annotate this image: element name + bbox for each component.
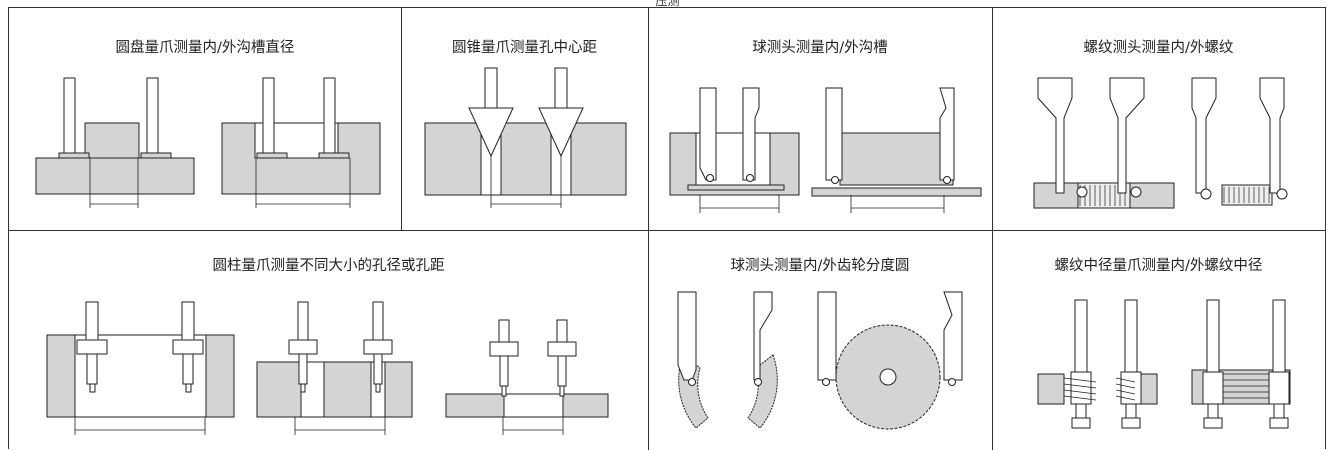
cell-title: 圆盘量爪测量内/外沟槽直径 (115, 40, 295, 56)
cell-title: 球测头测量内/外沟槽 (752, 40, 888, 56)
cell-title: 圆柱量爪测量不同大小的孔径或孔距 (212, 258, 445, 274)
cell-disc-jaw-groove: 圆盘量爪测量内/外沟槽直径 (9, 8, 401, 230)
col-divider-3 (992, 8, 993, 450)
ball-probe-groove-diagram (669, 87, 982, 213)
cell-ball-probe-groove: 球测头测量内/外沟槽 (648, 8, 992, 230)
cell-cone-jaw-center: 圆锥量爪测量孔中心距 (401, 8, 648, 230)
cell-title: 圆锥量爪测量孔中心距 (452, 40, 597, 56)
row-divider (9, 230, 1325, 231)
cone-jaw-diagram (424, 67, 627, 208)
ball-probe-gear-diagram (677, 291, 963, 430)
cell-title: 螺纹测头测量内/外螺纹 (1083, 40, 1234, 56)
thread-probe-diagram (1033, 77, 1288, 209)
thread-pitch-jaw-diagram (1037, 299, 1291, 429)
cell-thread-pitch-jaw: 螺纹中径量爪测量内/外螺纹中径 (992, 230, 1325, 450)
figure-table: 圆盘量爪测量内/外沟槽直径 (8, 7, 1326, 450)
col-divider-1 (401, 8, 402, 230)
col-divider-2 (648, 8, 649, 450)
cell-ball-probe-gear: 球测头测量内/外齿轮分度圆 (648, 230, 992, 450)
cell-title: 螺纹中径量爪测量内/外螺纹中径 (1054, 258, 1263, 274)
cell-title: 球测头测量内/外齿轮分度圆 (730, 258, 910, 274)
disc-jaw-diagram (35, 77, 381, 208)
cell-cylinder-jaw-hole: 圆柱量爪测量不同大小的孔径或孔距 (9, 230, 648, 450)
cell-thread-probe: 螺纹测头测量内/外螺纹 (992, 8, 1325, 230)
cylinder-jaw-diagram (46, 301, 609, 435)
top-caption: 压测 (655, 0, 680, 8)
